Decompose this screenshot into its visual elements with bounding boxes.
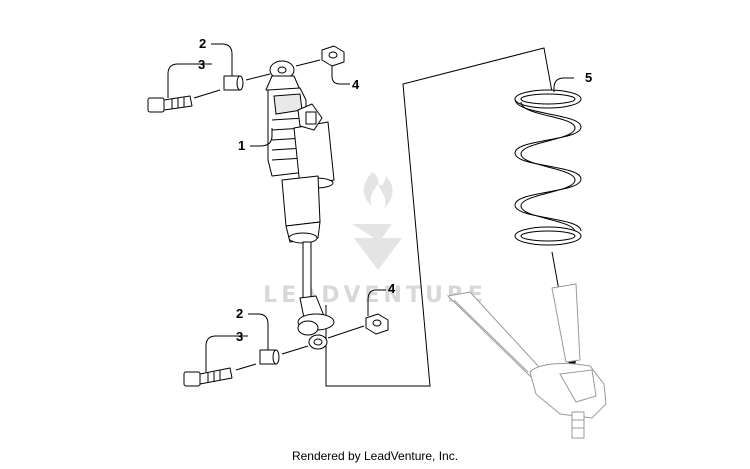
watermark-brand-text: LEADVENTURE [263, 283, 487, 308]
shock-absorber [265, 60, 335, 350]
footer-credit: Rendered by LeadVenture, Inc. [291, 449, 459, 463]
a-arm [446, 283, 607, 439]
bottom-axis-line-right [327, 325, 365, 339]
top-axis-line-right [295, 59, 321, 67]
leader-lines [167, 43, 574, 372]
top-axis-line [245, 73, 271, 81]
top-bolt [147, 89, 221, 113]
bottom-spacer [259, 349, 280, 365]
callout-3-top: 3 [198, 57, 205, 72]
callout-4-bottom: 4 [388, 281, 396, 296]
coil-spring [514, 89, 582, 246]
callout-1: 1 [238, 138, 245, 153]
callout-2-top: 2 [199, 36, 206, 51]
spring-bracket [325, 47, 553, 387]
top-spacer [223, 75, 244, 91]
callout-3-bottom: 3 [236, 329, 243, 344]
bottom-axis-line [281, 345, 309, 355]
top-nut [321, 45, 345, 67]
callout-5: 5 [585, 70, 592, 85]
bottom-nut [365, 313, 389, 335]
callout-4-top: 4 [352, 77, 360, 92]
callout-2-bottom: 2 [236, 306, 243, 321]
watermark-logo: LEADVENTURE [263, 172, 487, 308]
bottom-bolt [183, 363, 257, 387]
